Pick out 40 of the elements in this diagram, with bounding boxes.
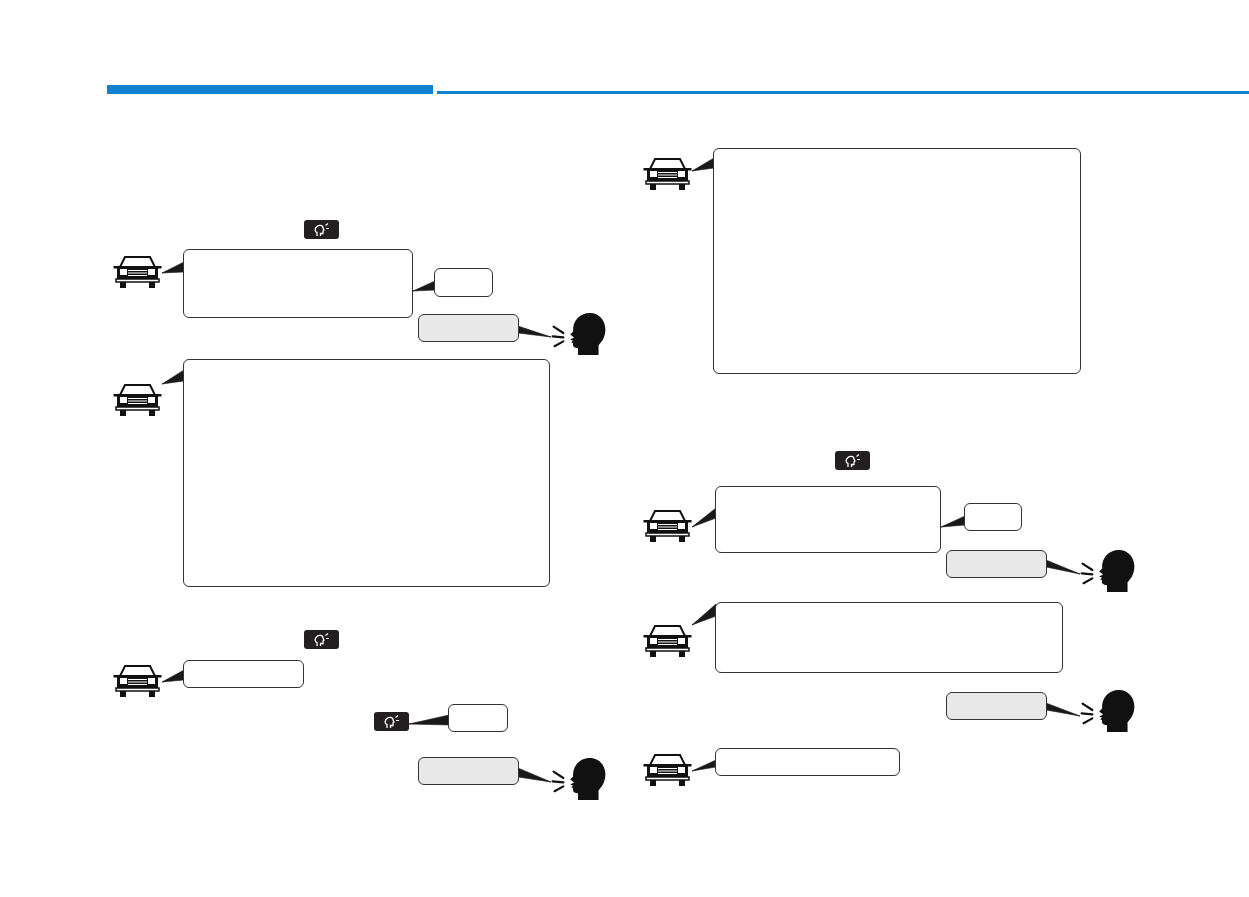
speaking-head-icon — [551, 757, 607, 801]
speech-bubble — [418, 757, 519, 785]
car-icon — [643, 753, 692, 786]
speech-bubble — [715, 486, 941, 553]
speech-bubble — [448, 704, 508, 732]
speech-bubble-tail — [691, 603, 717, 626]
speech-bubble — [418, 314, 519, 342]
car-icon — [113, 664, 162, 697]
speaking-head-key-icon — [374, 712, 409, 731]
speech-bubble — [183, 359, 550, 587]
speech-bubble — [946, 692, 1047, 720]
car-icon — [113, 383, 162, 416]
speech-bubble-tail — [691, 157, 715, 172]
speech-bubble — [183, 660, 304, 688]
speech-bubble — [434, 268, 493, 297]
speech-bubble — [715, 748, 900, 776]
speech-bubble — [946, 550, 1047, 578]
speech-bubble-tail — [161, 261, 185, 274]
speech-bubble-tail — [517, 325, 552, 338]
speaking-head-icon — [1080, 549, 1136, 593]
car-icon — [643, 509, 692, 542]
speech-bubble-tail — [161, 369, 185, 385]
car-icon — [643, 157, 692, 190]
speech-bubble-tail — [1045, 702, 1081, 717]
speech-bubble-tail — [412, 280, 436, 292]
speech-bubble-tail — [408, 714, 450, 726]
speech-bubble-tail — [517, 767, 552, 783]
car-icon — [113, 255, 162, 288]
speech-bubble-tail — [691, 507, 717, 528]
speech-bubble-tail — [691, 759, 717, 772]
speech-bubble-tail — [940, 515, 966, 528]
speech-bubble-tail — [1045, 559, 1081, 575]
speech-bubble-tail — [161, 669, 185, 683]
car-icon — [643, 624, 692, 657]
speech-bubble — [713, 148, 1081, 374]
speaking-head-icon — [551, 312, 607, 356]
speech-bubble — [715, 602, 1063, 673]
speaking-head-icon — [1080, 689, 1136, 733]
speech-bubble — [964, 503, 1022, 531]
speech-bubble — [183, 249, 413, 318]
